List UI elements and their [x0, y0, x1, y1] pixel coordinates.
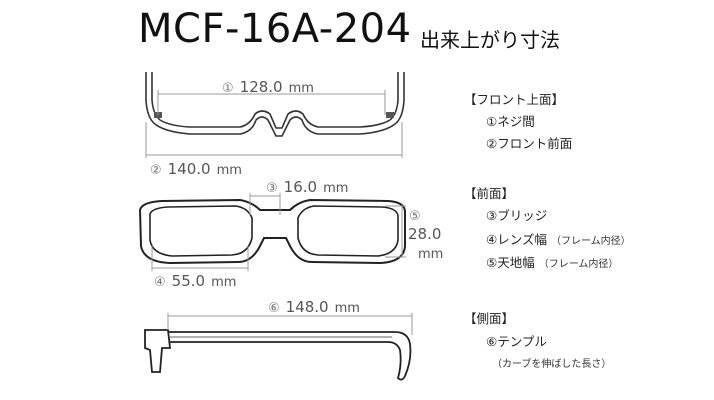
legend-item-6: ⑥テンプル — [486, 334, 547, 349]
dim-line-1 — [157, 90, 386, 115]
dim-label-5-marker: ⑤ — [409, 209, 421, 224]
legend-front-top-heading: 【フロント上面】 — [464, 92, 565, 107]
dim-line-6 — [167, 313, 413, 335]
right-hinge — [386, 112, 394, 118]
dim-label-5-value: 28.0 — [408, 225, 442, 243]
legend-item-6-note: （カーブを伸ばした長さ） — [492, 359, 612, 370]
legend-front-heading: 【前面】 — [464, 186, 515, 201]
side-view-frame — [144, 329, 412, 381]
dim-line-3 — [249, 193, 281, 215]
front-view-frame — [138, 198, 406, 265]
model-title: MCF-16A-204 — [138, 6, 412, 52]
legend-item-2: ②フロント前面 — [486, 136, 573, 151]
dim-line-4 — [151, 246, 249, 271]
dim-label-5-unit: mm — [418, 247, 444, 262]
legend-side-heading: 【側面】 — [464, 311, 515, 326]
legend-item-5: ⑤天地幅（フレーム内径） — [486, 255, 619, 270]
legend-item-4: ④レンズ幅（フレーム内径） — [486, 232, 631, 247]
top-view-frame — [145, 72, 405, 137]
page-subtitle: 出来上がり寸法 — [420, 28, 560, 52]
dim-line-5 — [385, 205, 406, 258]
dim-line-2 — [145, 122, 403, 158]
legend-item-1: ①ネジ間 — [486, 114, 535, 129]
legend-item-3: ③ブリッジ — [486, 208, 548, 223]
